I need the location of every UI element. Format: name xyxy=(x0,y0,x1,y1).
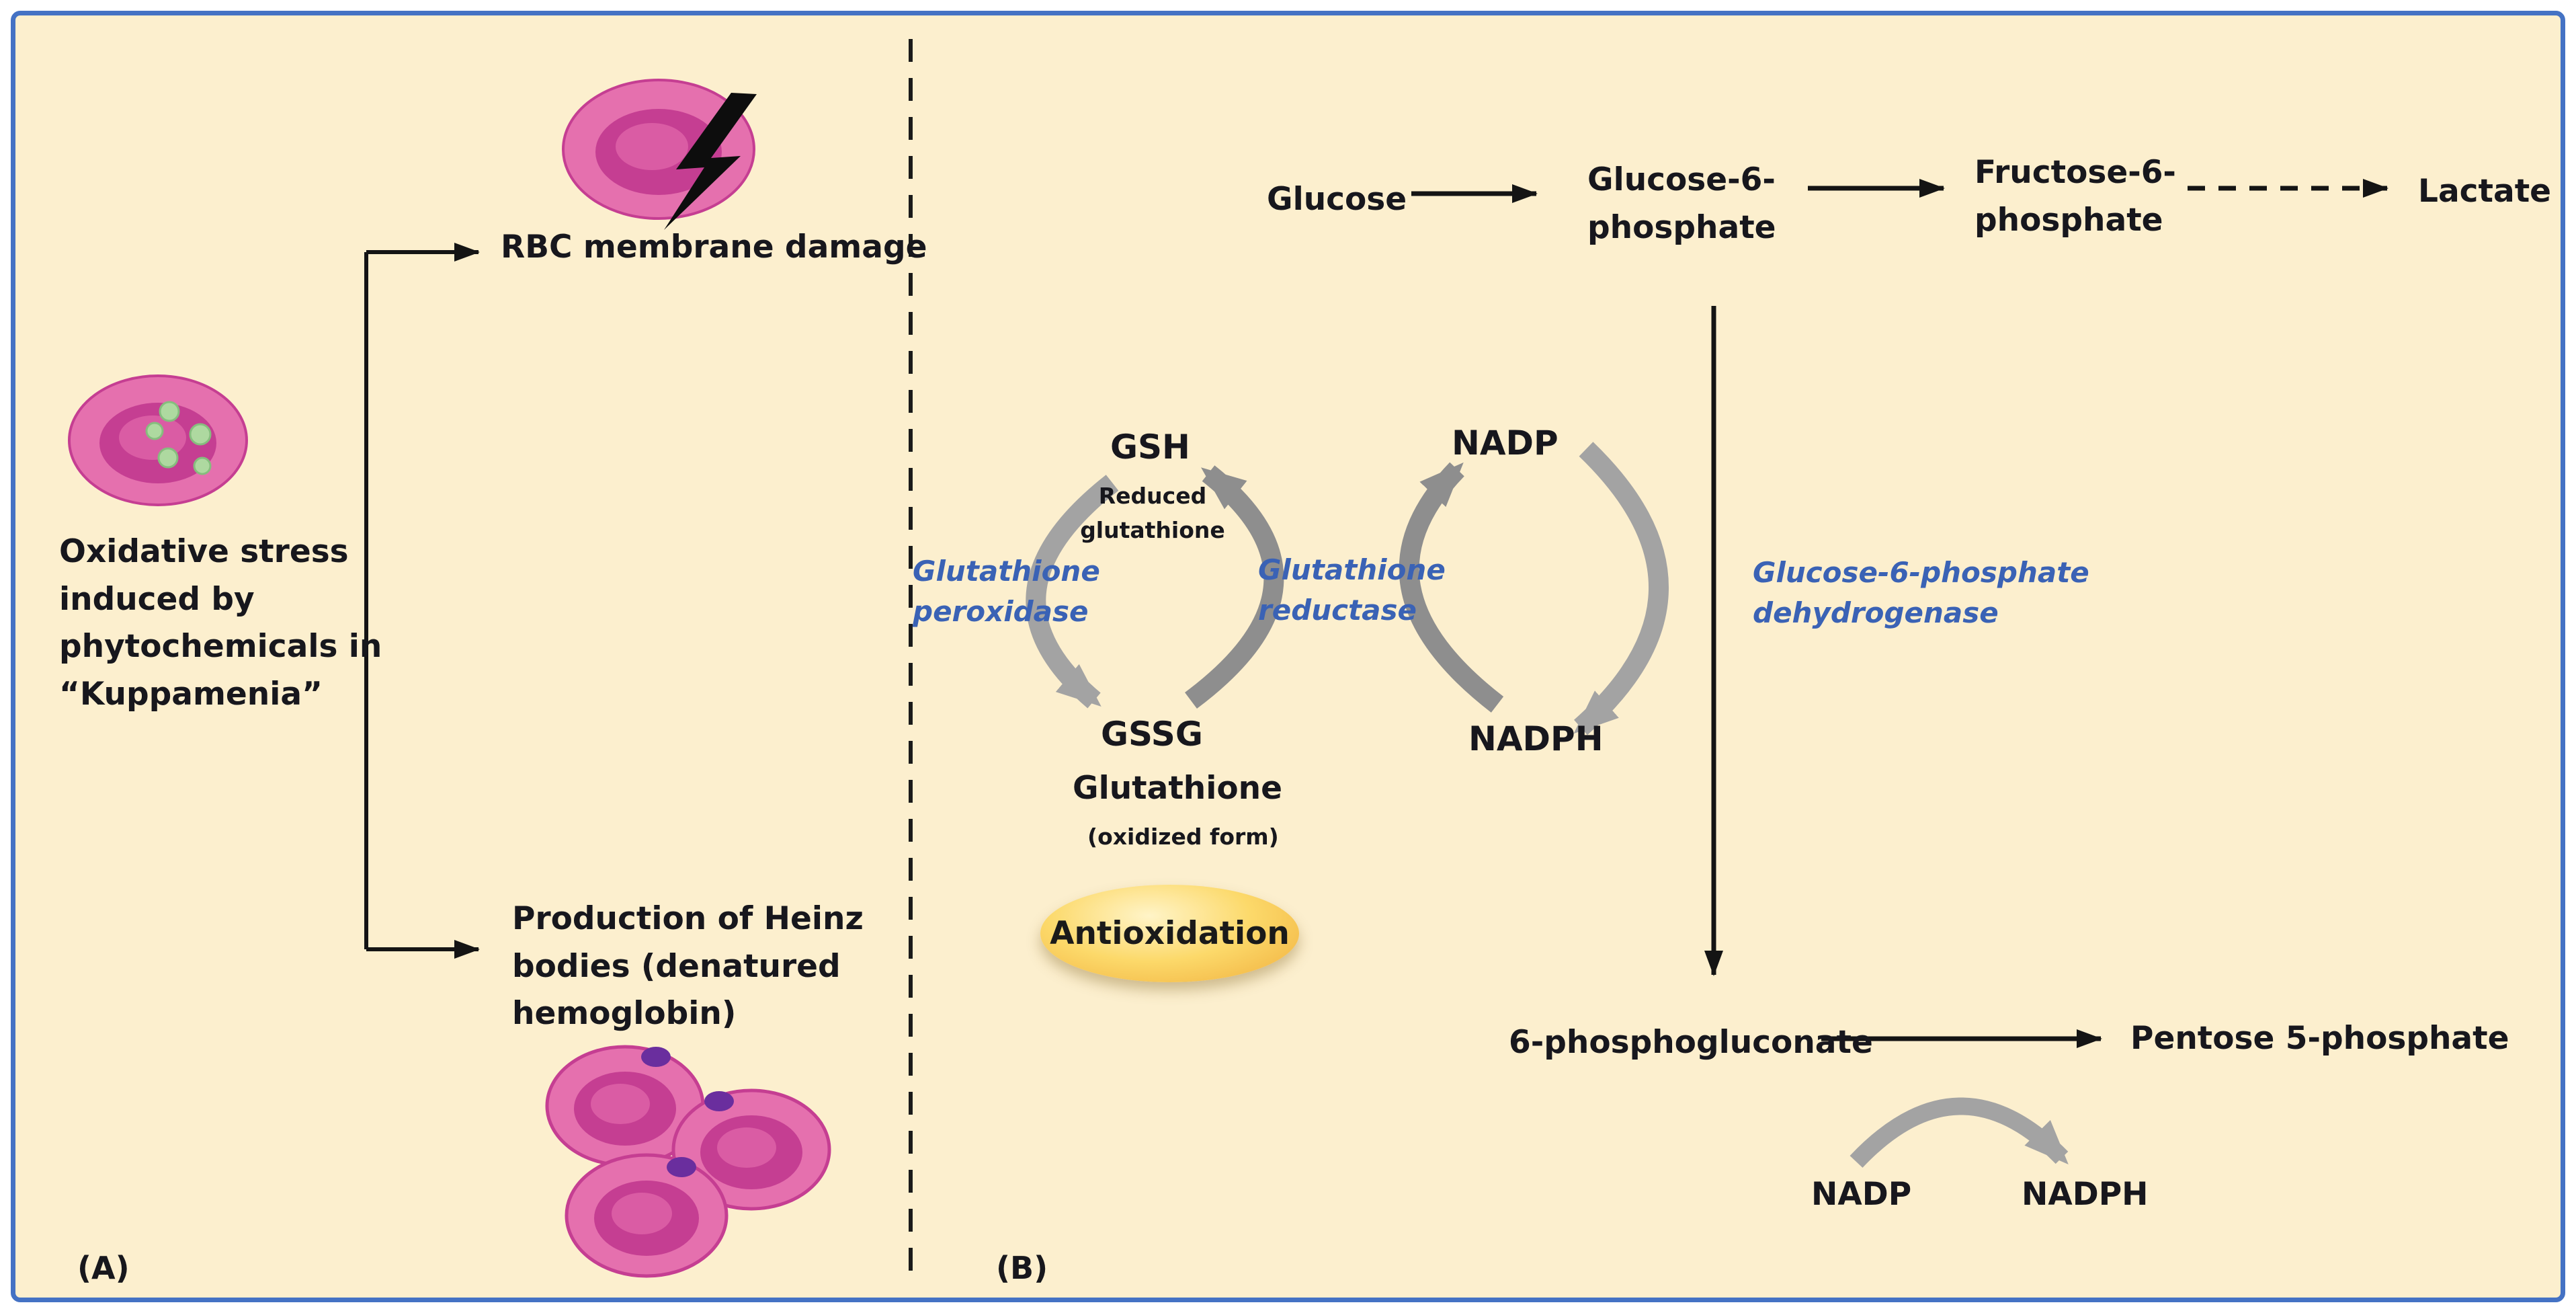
antioxidation-badge: Antioxidation xyxy=(1040,885,1299,982)
6-phosphogluconate-label: 6-phosphogluconate xyxy=(1509,1024,1873,1061)
heinz-bodies-rbc-cluster-icon xyxy=(545,1045,831,1278)
nadph-bottom-label: NADPH xyxy=(2022,1176,2149,1213)
gsh-label: GSH xyxy=(1110,428,1190,467)
heinz-body-dot xyxy=(641,1047,671,1067)
arc-nadp-to-nadph xyxy=(1573,442,1669,735)
arc-nadp-to-nadph-bottom xyxy=(1850,1097,2069,1168)
arc-nadph-to-nadp xyxy=(1399,462,1504,713)
glucose-label: Glucose xyxy=(1267,181,1407,218)
heinz-body-dot xyxy=(704,1091,734,1111)
fructose-6-phosphate-label: Fructose-6- phosphate xyxy=(1975,154,2176,239)
lightning-bolt-icon xyxy=(664,93,757,230)
glutathione-reductase-label: Glutathione reductase xyxy=(1258,553,1446,627)
arc-gsh-to-gssg xyxy=(1026,475,1119,709)
nadp-bottom-label: NADP xyxy=(1811,1176,1912,1213)
rbc-damaged-icon xyxy=(562,79,757,230)
g6pd-enzyme-label: Glucose-6-phosphate dehydrogenase xyxy=(1753,556,2089,629)
panel-b-label: (B) xyxy=(996,1250,1048,1286)
redox-cycle-arcs xyxy=(1026,442,2069,1168)
panel-a-bracket-arrows xyxy=(364,243,480,959)
pathway-arrows xyxy=(1411,179,2388,1048)
pentose-5-phosphate-label: Pentose 5-phosphate xyxy=(2130,1020,2509,1057)
arc-gssg-to-gsh xyxy=(1185,465,1284,709)
rbc-membrane-damage-label: RBC membrane damage xyxy=(501,229,927,266)
phytochemical-dots-icon xyxy=(145,401,212,475)
panel-a-label: (A) xyxy=(77,1250,130,1286)
gssg-label: GSSG xyxy=(1101,715,1203,754)
glutathione-oxidized-name-label: Glutathione xyxy=(1073,770,1282,807)
antioxidation-label: Antioxidation xyxy=(1050,915,1290,952)
lactate-label: Lactate xyxy=(2418,173,2552,210)
rbc-oxidative-stress-icon xyxy=(68,374,248,506)
glucose-6-phosphate-label: Glucose-6- phosphate xyxy=(1587,161,1776,246)
reduced-glutathione-label: Reduced glutathione xyxy=(1080,483,1225,544)
glutathione-peroxidase-label: Glutathione peroxidase xyxy=(913,555,1100,628)
nadp-top-label: NADP xyxy=(1452,424,1559,463)
oxidative-stress-label: Oxidative stress induced by phytochemica… xyxy=(59,533,382,713)
figure-border xyxy=(11,11,2565,1302)
oxidized-form-label: (oxidized form) xyxy=(1087,824,1279,850)
heinz-bodies-label: Production of Heinz bodies (denatured he… xyxy=(512,900,864,1032)
nadph-mid-label: NADPH xyxy=(1468,719,1604,758)
heinz-body-dot xyxy=(667,1157,696,1177)
